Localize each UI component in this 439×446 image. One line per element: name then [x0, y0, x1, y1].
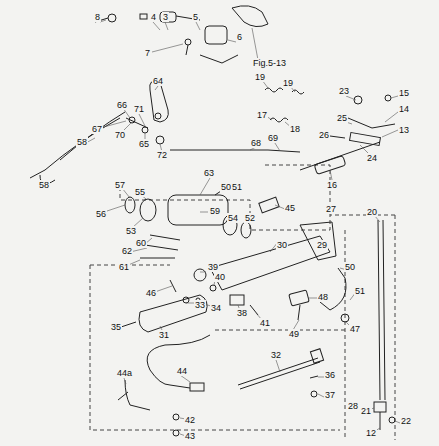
callout-number: 25 — [336, 113, 348, 123]
callout-number: 67 — [91, 124, 103, 134]
callout-number: 51 — [231, 182, 243, 192]
callout-number: 47 — [349, 324, 361, 334]
callout-number: 57 — [114, 180, 126, 190]
callout-number: 71 — [133, 104, 145, 114]
callout-number: 52 — [244, 213, 256, 223]
callout-number: 31 — [158, 330, 170, 340]
callout-number: 35 — [110, 322, 122, 332]
callout-number: 63 — [203, 168, 215, 178]
callout-number: 39 — [207, 262, 219, 272]
callout-number: 44 — [176, 366, 188, 376]
callout-number: 14 — [398, 104, 410, 114]
callout-number: Fig.5-13 — [252, 58, 287, 68]
callout-number: 48 — [317, 292, 329, 302]
callout-number: 28 — [347, 401, 359, 411]
callout-number: 64 — [152, 76, 164, 86]
callout-number: 19 — [254, 72, 266, 82]
callout-number: 53 — [125, 226, 137, 236]
callout-number: 40 — [214, 272, 226, 282]
callout-number: 23 — [338, 86, 350, 96]
callout-number: 5 — [192, 12, 199, 22]
callout-number: 59 — [209, 206, 221, 216]
callout-number: 60 — [135, 238, 147, 248]
callout-number: 66 — [116, 100, 128, 110]
callout-number: 54 — [227, 213, 239, 223]
callout-number: 13 — [398, 125, 410, 135]
callout-number: 3 — [162, 12, 169, 22]
callout-number: 56 — [95, 209, 107, 219]
callout-number: 58 — [38, 180, 50, 190]
callout-number: 6 — [236, 32, 243, 42]
callout-number: 65 — [138, 139, 150, 149]
callout-number: 4 — [150, 12, 157, 22]
callout-number: 34 — [210, 303, 222, 313]
callout-number: 15 — [398, 88, 410, 98]
callout-number: 27 — [325, 204, 337, 214]
callout-number: 61 — [118, 262, 130, 272]
callout-number: 50 — [344, 262, 356, 272]
callout-number: 7 — [144, 48, 151, 58]
callout-number: 20 — [366, 207, 378, 217]
callout-number: 37 — [324, 390, 336, 400]
callout-number: 49 — [288, 329, 300, 339]
callout-number: 51 — [354, 286, 366, 296]
callout-number: 22 — [400, 416, 412, 426]
callout-number: 41 — [259, 318, 271, 328]
callout-number: 38 — [236, 308, 248, 318]
callout-number: 33 — [194, 300, 206, 310]
callout-number: 46 — [145, 288, 157, 298]
callout-number: 8 — [94, 12, 101, 22]
callout-number: 68 — [250, 138, 262, 148]
callout-number: 30 — [276, 240, 288, 250]
callout-number: 69 — [267, 133, 279, 143]
callout-number: 18 — [289, 124, 301, 134]
callout-number: 72 — [156, 150, 168, 160]
callout-number: 42 — [184, 415, 196, 425]
callout-number: 43 — [184, 431, 196, 441]
callout-number: 17 — [256, 110, 268, 120]
callout-number: 58 — [76, 137, 88, 147]
callout-number: 62 — [121, 246, 133, 256]
callout-number: 24 — [366, 153, 378, 163]
callout-number: 21 — [360, 406, 372, 416]
callout-number: 44a — [116, 368, 133, 378]
callout-number: 16 — [326, 180, 338, 190]
callout-number: 19 — [282, 78, 294, 88]
callout-number: 32 — [270, 350, 282, 360]
callout-number: 45 — [284, 203, 296, 213]
callout-number: 70 — [114, 130, 126, 140]
callout-number: 12 — [365, 428, 377, 438]
callout-number: 55 — [134, 187, 146, 197]
callout-number: 29 — [316, 240, 328, 250]
callout-number: 26 — [318, 130, 330, 140]
callout-number: 36 — [324, 370, 336, 380]
